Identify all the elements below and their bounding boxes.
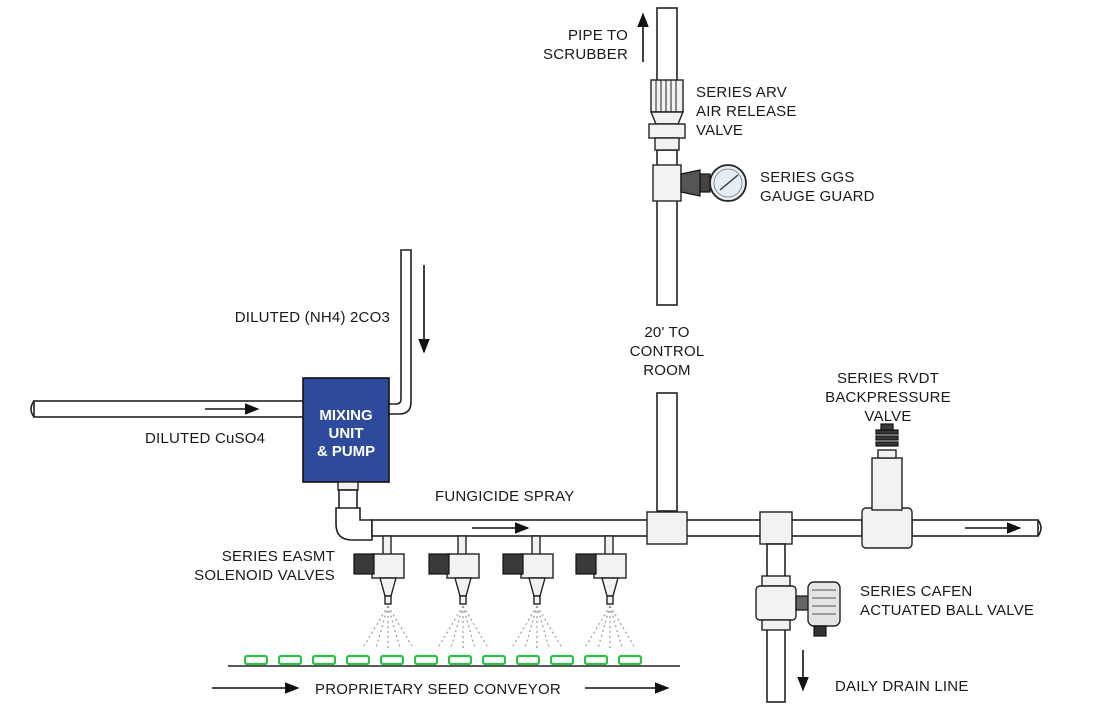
spray-cone-1 (363, 605, 413, 650)
rvdt-label-1: SERIES RVDT (837, 370, 939, 387)
seed-4 (345, 654, 371, 666)
arv-label-1: SERIES ARV (696, 84, 787, 101)
control-room-label-2: CONTROL (630, 343, 705, 360)
cuso4-label: DILUTED CuSO4 (145, 430, 265, 447)
cafen-label-1: SERIES CAFEN (860, 583, 972, 600)
solenoid-valve-2 (428, 535, 480, 605)
control-room-label-1: 20' TO (644, 324, 689, 341)
fungicide-spray-label: FUNGICIDE SPRAY (435, 488, 574, 505)
seed-9 (515, 654, 541, 666)
spray-cone-3 (512, 605, 562, 650)
nh4-label: DILUTED (NH4) 2CO3 (235, 309, 390, 326)
seed-1 (243, 654, 269, 666)
control-room-pipe (656, 392, 678, 512)
arv-label-2: AIR RELEASE (696, 103, 797, 120)
arv-label-3: VALVE (696, 122, 743, 139)
main-fungicide-pipe (371, 511, 1042, 545)
easmt-label-2: SOLENOID VALVES (194, 567, 335, 584)
actuated-ball-valve (755, 575, 841, 637)
cafen-label-2: ACTUATED BALL VALVE (860, 602, 1034, 619)
solenoid-valve-4 (575, 535, 627, 605)
solenoid-valve-1 (353, 535, 405, 605)
seed-11 (583, 654, 609, 666)
drain-line-label: DAILY DRAIN LINE (835, 678, 969, 695)
easmt-label-1: SERIES EASMT (222, 548, 335, 565)
control-room-label-3: ROOM (643, 362, 690, 379)
cuso4-inlet-pipe (30, 400, 305, 418)
pipe-to-scrubber-label-1: PIPE TO (568, 27, 628, 44)
seed-2 (277, 654, 303, 666)
rvdt-label-2: BACKPRESSURE (825, 389, 951, 406)
mixing-unit-label-2: UNIT (329, 425, 364, 442)
ggs-label-1: SERIES GGS (760, 169, 855, 186)
nh4-inlet-pipe (387, 249, 412, 415)
seed-5 (379, 654, 405, 666)
rvdt-label-3: VALVE (864, 408, 911, 425)
mixing-unit: MIXING UNIT & PUMP (302, 377, 390, 483)
pump-outlet (335, 481, 373, 541)
seed-10 (549, 654, 575, 666)
spray-cone-2 (438, 605, 488, 650)
backpressure-valve (861, 423, 913, 549)
seed-12 (617, 654, 643, 666)
seed-8 (481, 654, 507, 666)
mixing-unit-label-1: MIXING (319, 407, 372, 424)
seed-conveyor (228, 654, 680, 667)
seed-3 (311, 654, 337, 666)
gauge-guard (652, 164, 747, 202)
mixing-unit-label-3: & PUMP (317, 443, 375, 460)
air-release-valve (648, 79, 686, 151)
seed-7 (447, 654, 473, 666)
pipe-to-scrubber-label-2: SCRUBBER (543, 46, 628, 63)
seed-6 (413, 654, 439, 666)
ggs-label-2: GAUGE GUARD (760, 188, 875, 205)
solenoid-valve-3 (502, 535, 554, 605)
scrubber-pipe (656, 7, 678, 306)
spray-cone-4 (585, 605, 635, 650)
conveyor-label: PROPRIETARY SEED CONVEYOR (315, 681, 561, 698)
